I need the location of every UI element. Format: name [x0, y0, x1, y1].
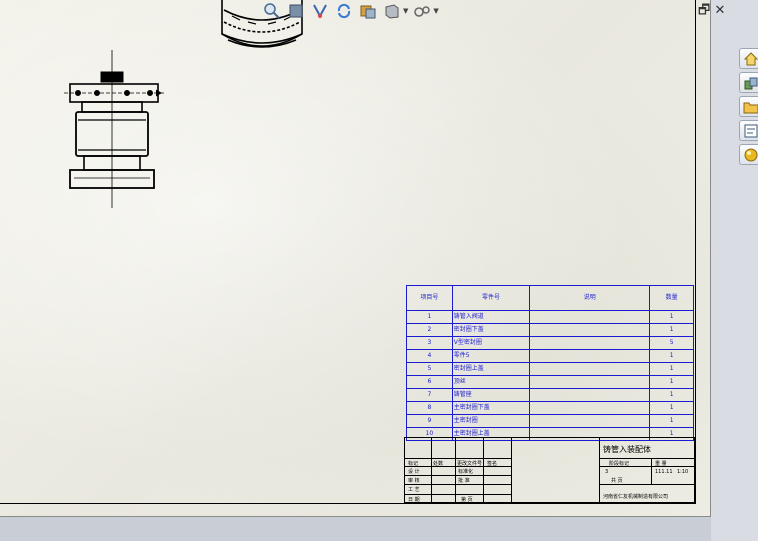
bom-part: V型密封圈 [451, 336, 531, 350]
bom-desc [529, 414, 651, 428]
file-explorer-icon[interactable] [739, 96, 758, 117]
bom-header-desc: 说明 [529, 285, 651, 311]
appearances-icon[interactable] [739, 144, 758, 165]
chevron-down-icon[interactable]: ▼ [433, 7, 439, 15]
chevron-down-icon[interactable]: ▼ [403, 7, 409, 15]
tb-weight-header: 重 量 [655, 461, 667, 467]
bom-header-row: 项目号 零件号 说明 数量 [406, 285, 694, 311]
bom-part: 铸管座 [451, 388, 531, 402]
company-name: 河南省仁友机械制造有限公司 [603, 494, 669, 500]
hide-show-icon[interactable] [382, 1, 402, 21]
display-style-icon[interactable] [358, 1, 378, 21]
window-controls[interactable]: 🗗 ✕ [698, 4, 726, 18]
bom-part: 零件5 [451, 349, 531, 363]
bom-qty: 1 [649, 349, 694, 363]
tb-col-mark: 标记 [408, 461, 419, 467]
bom-item: 7 [406, 388, 453, 402]
home-icon[interactable] [739, 48, 758, 69]
bom-header-item: 项目号 [406, 285, 453, 311]
bom-item: 2 [406, 323, 453, 337]
bom-item: 1 [406, 310, 453, 324]
smart-dimension-icon[interactable] [310, 1, 330, 21]
bom-desc [529, 362, 651, 376]
bom-part: 主密封圈 [451, 414, 531, 428]
view-settings-icon[interactable] [412, 1, 432, 21]
tb-date-label: 日 期 [408, 497, 420, 503]
bom-part: 主密封圈下盖 [451, 401, 531, 415]
bom-desc [529, 310, 651, 324]
view-palette-icon[interactable] [739, 120, 758, 141]
bom-item: 8 [406, 401, 453, 415]
bom-desc [529, 401, 651, 415]
view-orientation-icon[interactable] [286, 1, 306, 21]
bom-part: 密封圈下盖 [451, 323, 531, 337]
tb-process-label: 工 艺 [408, 487, 420, 493]
bom-header-qty: 数量 [649, 285, 694, 311]
bom-part: 顶丝 [451, 375, 531, 389]
close-icon[interactable]: ✕ [714, 3, 726, 18]
bom-desc [529, 349, 651, 363]
bom-qty: 1 [649, 414, 694, 428]
tb-col-sign: 签名 [487, 461, 498, 467]
tb-check-label: 审 核 [408, 478, 420, 484]
bom-part: 铸管入阀道 [451, 310, 531, 324]
bom-desc [529, 375, 651, 389]
bom-item: 6 [406, 375, 453, 389]
task-pane-tabs[interactable] [739, 48, 758, 165]
side-view-drawing[interactable] [64, 50, 164, 210]
tb-approve-label: 批 准 [458, 478, 470, 484]
bom-qty: 1 [649, 375, 694, 389]
restore-icon[interactable]: 🗗 [698, 3, 711, 18]
bom-item: 5 [406, 362, 453, 376]
bom-item: 3 [406, 336, 453, 350]
heads-up-toolbar[interactable]: ▼ ▼ [262, 0, 439, 22]
tb-scale-value: 1:10 [677, 469, 689, 475]
zoom-icon[interactable] [262, 1, 282, 21]
tb-count-label: 共 页 [611, 478, 623, 484]
design-library-icon[interactable] [739, 72, 758, 93]
rebuild-icon[interactable] [334, 1, 354, 21]
bom-desc [529, 323, 651, 337]
bom-qty: 1 [649, 310, 694, 324]
bom-part: 密封圈上盖 [451, 362, 531, 376]
bom-header-part: 零件号 [451, 285, 531, 311]
tb-col-count: 处数 [433, 461, 444, 467]
bom-qty: 1 [649, 401, 694, 415]
tb-qty-value: 3 [605, 469, 609, 475]
bom-item: 4 [406, 349, 453, 363]
bom-qty: 1 [649, 362, 694, 376]
tb-sheet-label: 第 页 [461, 497, 473, 503]
bom-desc [529, 336, 651, 350]
bom-qty: 1 [649, 388, 694, 402]
bom-qty: 5 [649, 336, 694, 350]
bom-item: 9 [406, 414, 453, 428]
tb-std-label: 标准化 [458, 469, 474, 475]
bom-qty: 1 [649, 323, 694, 337]
drawing-name: 铸管入装配体 [603, 445, 651, 454]
title-block[interactable]: 标记 处数 更改文件号 签名 设 计 标准化 审 核 批 准 工 艺 日 期 第… [404, 437, 695, 504]
bom-desc [529, 388, 651, 402]
tb-weight-value: 111.11 [655, 469, 673, 475]
tb-stage-label: 阶段标记 [609, 461, 630, 467]
tb-col-change: 更改文件号 [457, 461, 483, 467]
tb-design-label: 设 计 [408, 469, 420, 475]
